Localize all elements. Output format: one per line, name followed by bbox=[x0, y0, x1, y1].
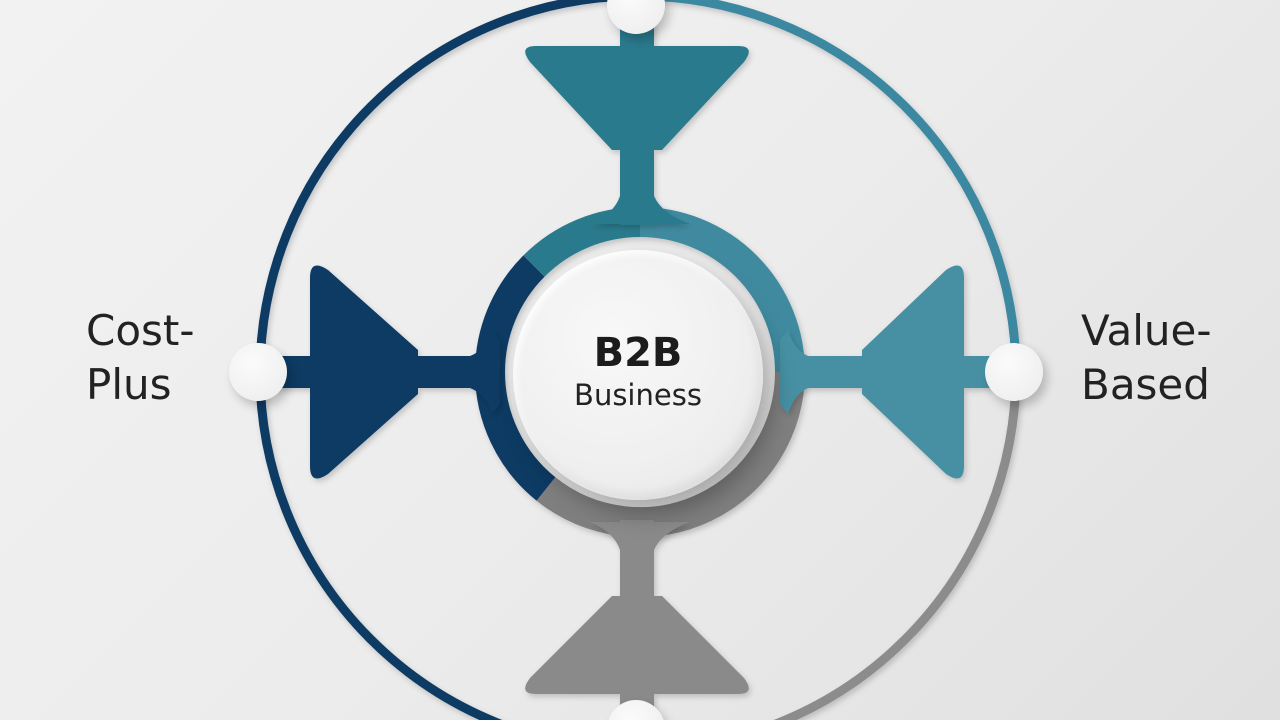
connector-node-right bbox=[985, 343, 1043, 401]
branch-right-value-based bbox=[780, 265, 1014, 479]
center-subtitle: Business bbox=[574, 378, 702, 412]
branch-bottom bbox=[525, 520, 749, 720]
outer-ring-gray bbox=[773, 371, 1021, 720]
branch-left-cost-plus bbox=[262, 265, 500, 479]
connector-node-bottom bbox=[607, 700, 665, 720]
connector-node-left bbox=[229, 343, 287, 401]
outer-ring-navy-top bbox=[255, 0, 637, 373]
center-hub: B2B Business bbox=[513, 250, 763, 500]
label-value-based: Value- Based bbox=[1081, 304, 1212, 412]
label-cost-plus: Cost- Plus bbox=[86, 304, 195, 412]
outer-ring bbox=[255, 0, 1021, 720]
label-value-based-line1: Value- bbox=[1081, 306, 1212, 355]
label-cost-plus-line2: Plus bbox=[86, 360, 172, 409]
center-title: B2B bbox=[593, 330, 683, 376]
inner-ring-gray bbox=[536, 371, 805, 538]
label-value-based-line2: Based bbox=[1081, 360, 1210, 409]
branch-top bbox=[525, 10, 749, 225]
outer-ring-navy-bottom bbox=[255, 371, 503, 720]
outer-ring-teal bbox=[636, 0, 1021, 373]
label-cost-plus-line1: Cost- bbox=[86, 306, 195, 355]
